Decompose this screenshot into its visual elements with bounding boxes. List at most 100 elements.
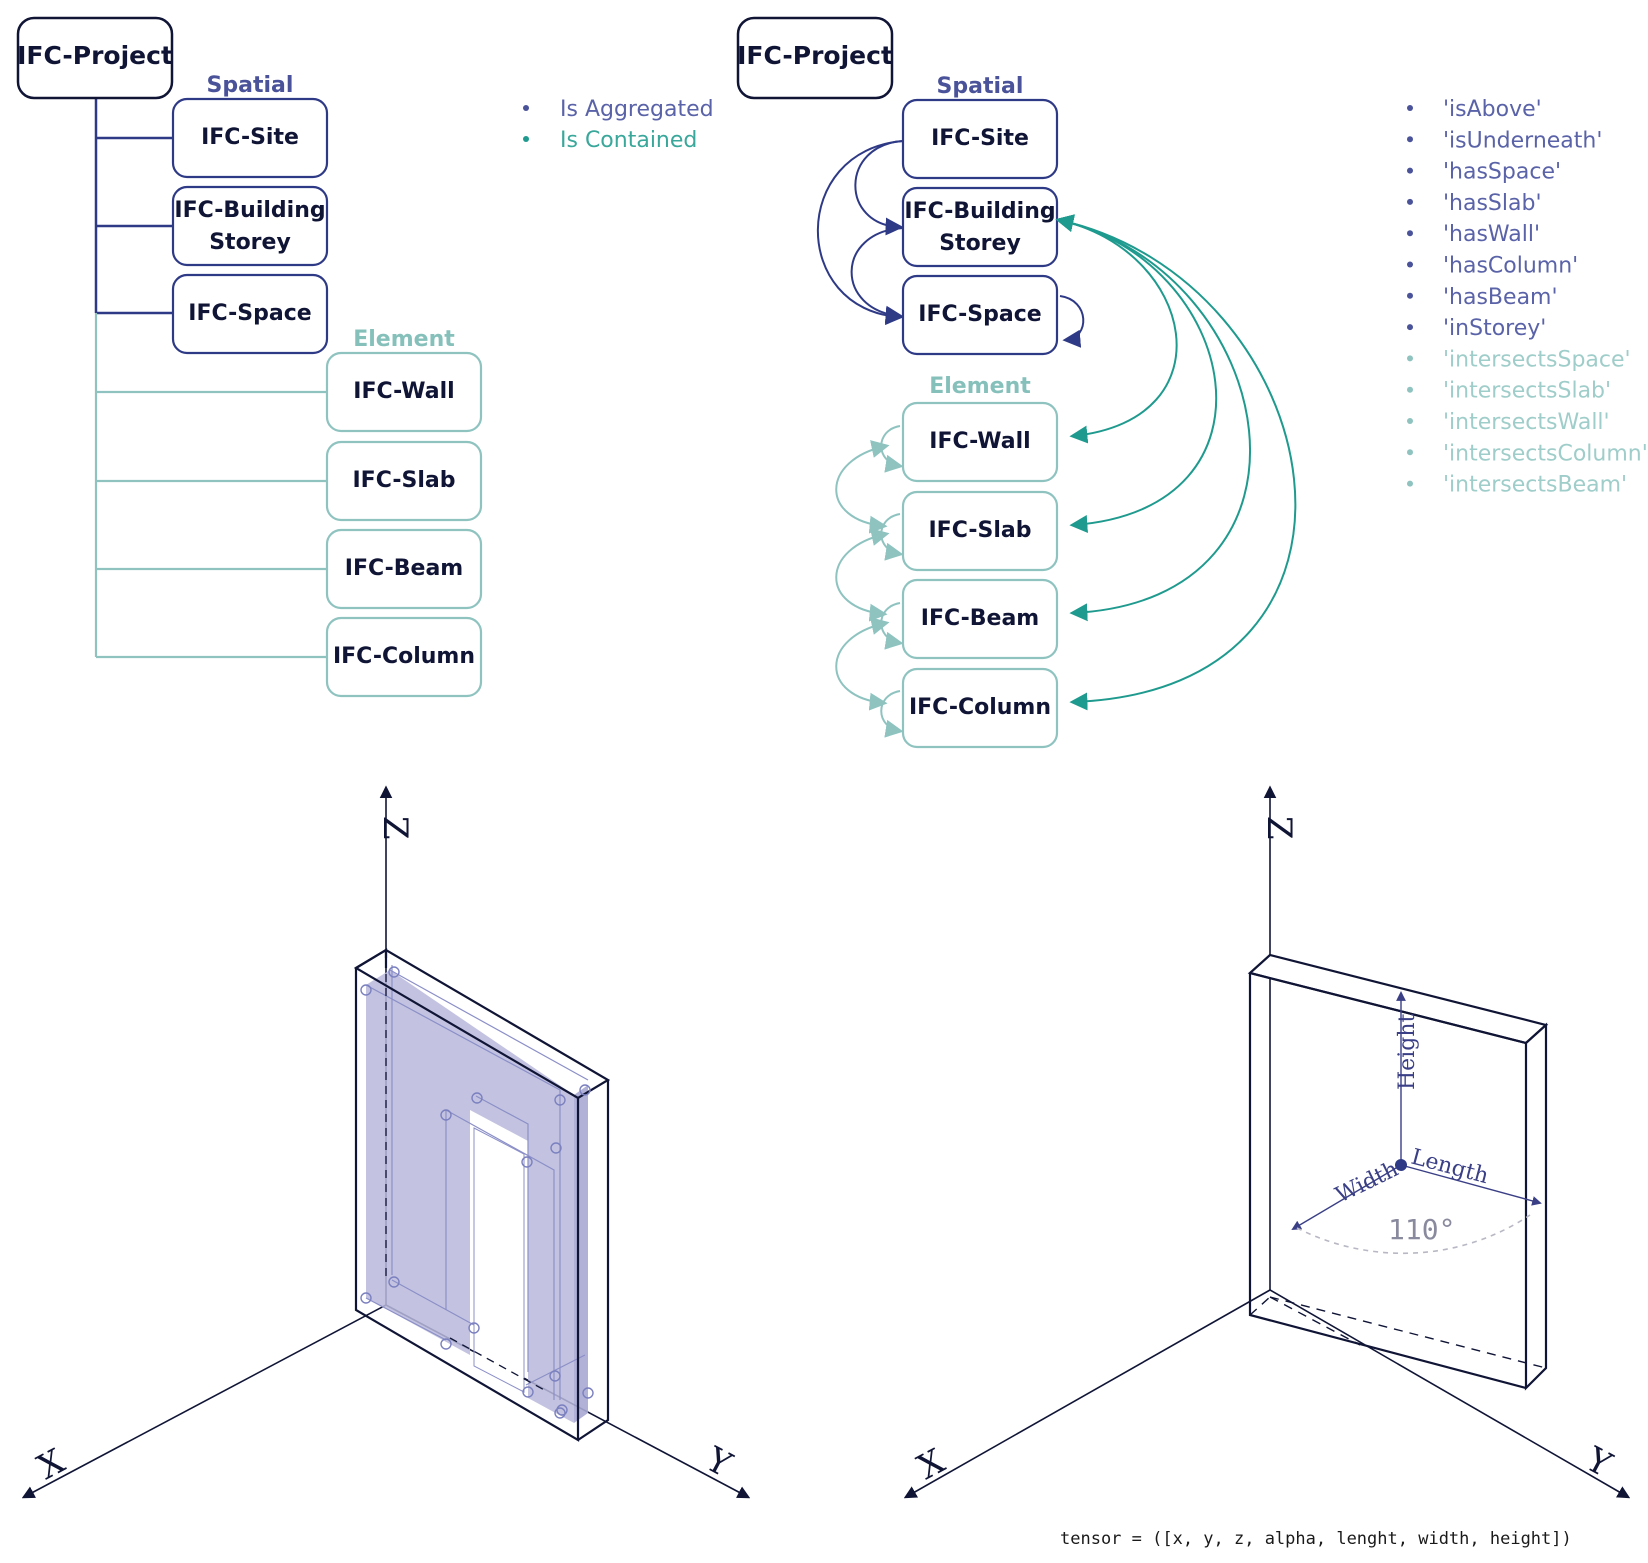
width-vector [1291, 1164, 1402, 1230]
legend-bullet [523, 136, 529, 142]
node-ifc-beam: IFC-Beam [901, 578, 1059, 660]
legend-item-hasBeam: 'hasBeam' [1443, 285, 1558, 310]
legend-item-contained: Is Contained [560, 128, 697, 153]
node-ifc-slab: IFC-Slab [901, 490, 1059, 572]
root-label: IFC-Project [737, 41, 893, 70]
node-label: IFC-Wall [353, 379, 454, 404]
legend-bullet [1407, 355, 1413, 362]
legend-item-inStorey: 'inStorey' [1443, 316, 1546, 341]
node-label-line1: IFC-Building [174, 198, 325, 223]
x-axis [903, 1289, 1271, 1499]
left-legend: Is Aggregated Is Contained [523, 97, 714, 153]
root-label: IFC-Project [17, 41, 173, 70]
node-label-line2: Storey [939, 231, 1021, 256]
axes [903, 785, 1631, 1499]
x-axis-label: X [911, 1441, 952, 1488]
legend-item-intersectsSpace: 'intersectsSpace' [1443, 347, 1631, 372]
node-ifc-column: IFC-Column [901, 667, 1059, 749]
legend-item-isAbove: 'isAbove' [1443, 97, 1542, 122]
angle-arc [1296, 1214, 1531, 1255]
node-ifc-building-storey: IFC-Building Storey [901, 186, 1059, 268]
legend-bullet [1407, 198, 1413, 205]
legend-item-intersectsSlab: 'intersectsSlab' [1443, 379, 1611, 404]
box-hidden-edges [1249, 1296, 1547, 1369]
legend-bullet [1407, 386, 1413, 393]
legend-bullet [1407, 292, 1413, 299]
intersection-arrows [835, 425, 904, 738]
aggregation-connectors [94, 98, 172, 315]
z-axis-label: Z [1259, 816, 1299, 840]
door-opening [473, 1127, 525, 1393]
legend-item-isUnderneath: 'isUnderneath' [1443, 128, 1602, 153]
hidden-edges [385, 960, 549, 1393]
node-label: IFC-Wall [929, 429, 1030, 454]
door-wall-solid [353, 948, 611, 1442]
legend-bullet [1407, 105, 1413, 111]
legend-item-intersectsColumn: 'intersectsColumn' [1443, 441, 1648, 466]
node-ifc-wall: IFC-Wall [901, 401, 1059, 483]
node-label: IFC-Column [909, 695, 1051, 720]
root-node: IFC-Project [736, 16, 894, 100]
legend-item-hasSlab: 'hasSlab' [1443, 191, 1542, 216]
containment-connectors [94, 313, 326, 659]
spatial-group-label: Spatial [937, 74, 1024, 99]
loop-column [880, 690, 904, 738]
width-label: Width [1332, 1157, 1403, 1209]
right-relation-graph: IFC-Project Spatial IFC-Site IFC-Buildin… [736, 16, 1648, 749]
bounding-box-edges [353, 948, 611, 1442]
node-label: IFC-Site [201, 125, 299, 150]
arrow-storey-slab [1055, 214, 1218, 533]
left-3d-axes-figure: Z X Y [21, 785, 751, 1499]
left-hierarchy-tree: IFC-Project Spatial IFC-Site IFC-Buildin… [16, 16, 714, 698]
node-ifc-slab: IFC-Slab [325, 440, 483, 522]
y-axis-label: Y [1578, 1439, 1618, 1486]
node-ifc-beam: IFC-Beam [325, 528, 483, 610]
element-group-label: Element [929, 374, 1031, 399]
right-legend: 'isAbove' 'isUnderneath' 'hasSpace' 'hasSla… [1407, 97, 1648, 498]
node-label-line2: Storey [209, 230, 291, 255]
node-label: IFC-Space [188, 301, 311, 326]
arrow-slab-beam [835, 528, 890, 622]
right-3d-tensor-figure: Z X Y Heigh [903, 785, 1631, 1549]
element-group-label: Element [353, 327, 455, 352]
y-axis-label: Y [698, 1439, 738, 1486]
wall-side-fill [574, 1085, 588, 1423]
legend-bullet [1407, 230, 1413, 237]
legend-item-hasSpace: 'hasSpace' [1443, 160, 1561, 185]
length-label: Length [1408, 1145, 1491, 1190]
node-label: IFC-Slab [353, 468, 456, 493]
arrow-storey-wall [1055, 214, 1178, 444]
legend-item-hasWall: 'hasWall' [1443, 222, 1540, 247]
node-ifc-site: IFC-Site [901, 98, 1059, 180]
root-node: IFC-Project [16, 16, 174, 100]
arrow-storey-beam [1055, 214, 1251, 622]
local-frame [1291, 991, 1542, 1230]
legend-bullet [1407, 324, 1413, 331]
legend-bullet [1407, 167, 1413, 174]
legend-item-aggregated: Is Aggregated [560, 97, 714, 122]
legend-bullet [523, 105, 529, 111]
node-ifc-building-storey: IFC-Building Storey [171, 185, 329, 267]
tensor-formula: tensor = ([x, y, z, alpha, lenght, width… [1060, 1529, 1572, 1549]
spatial-group-label: Spatial [207, 73, 294, 98]
legend-bullet [1407, 261, 1413, 268]
node-ifc-site: IFC-Site [171, 97, 329, 179]
legend-bullet [1407, 480, 1413, 487]
vertex-markers [360, 966, 594, 1419]
legend-bullet [1407, 418, 1413, 424]
arrow-storey-to-space [850, 227, 904, 324]
arrow-wall-slab [835, 440, 890, 534]
node-ifc-wall: IFC-Wall [325, 351, 483, 433]
node-label: IFC-Beam [921, 606, 1039, 631]
node-label: IFC-Column [333, 644, 475, 669]
wall-front-fill [366, 970, 574, 1423]
length-vector [1400, 1164, 1542, 1206]
construction-lines [365, 965, 589, 1400]
angle-label: 110° [1388, 1213, 1455, 1246]
legend-bullet [1407, 136, 1413, 143]
node-ifc-column: IFC-Column [325, 616, 483, 698]
arrow-site-to-space [816, 140, 904, 326]
containment-arrows [1055, 214, 1297, 711]
legend-item-hasColumn: 'hasColumn' [1443, 254, 1578, 279]
z-axis-label: Z [375, 816, 415, 840]
